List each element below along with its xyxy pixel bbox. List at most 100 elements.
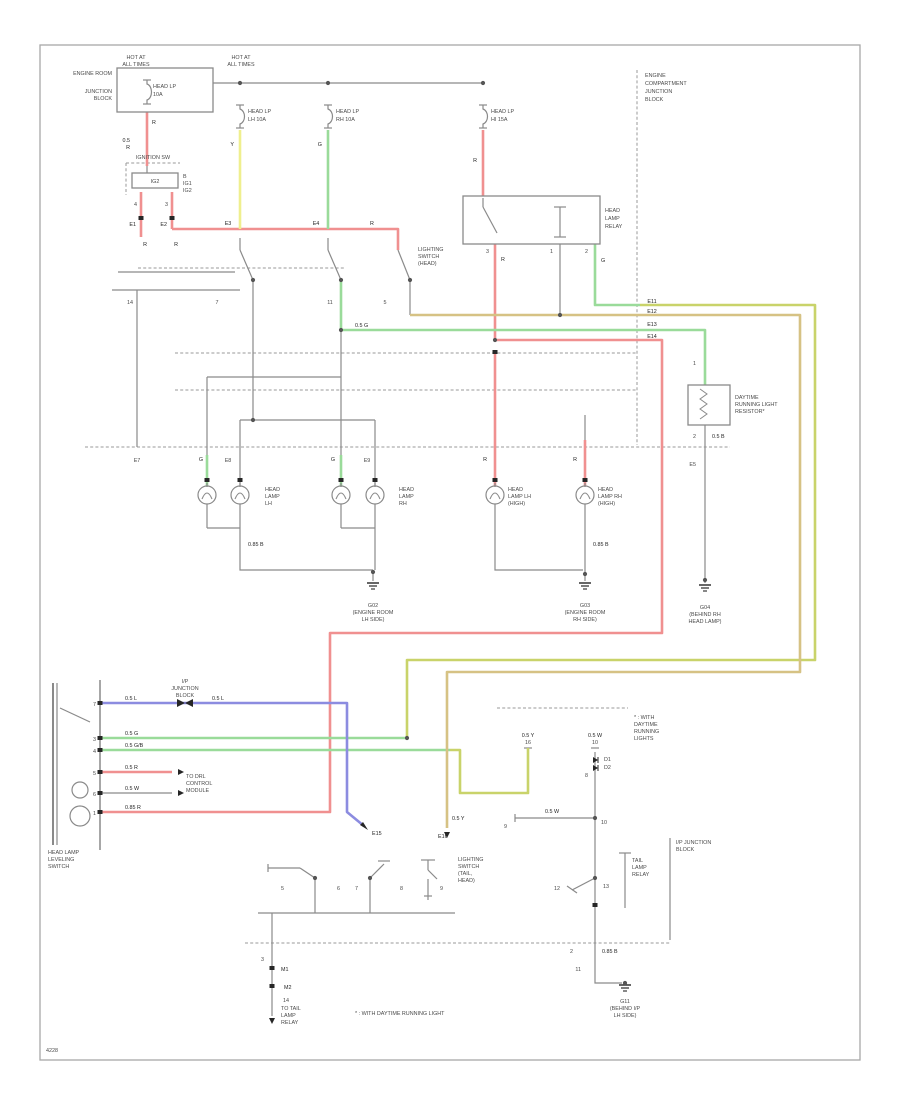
- conductor-line: [494, 504, 583, 571]
- connector-pin: [372, 478, 378, 482]
- conductor-line: [239, 249, 254, 281]
- diagram-label: LAMP LH: [508, 494, 531, 500]
- diagram-label: 14: [127, 300, 133, 306]
- diagram-label: E15: [372, 831, 382, 837]
- tan-long-run: [410, 313, 802, 828]
- junction-dot: [325, 80, 331, 86]
- diagram-label: 7: [216, 300, 219, 306]
- diagram-label: LH SIDE): [614, 1013, 637, 1019]
- connector-pin: [237, 478, 243, 482]
- diagram-label: 3: [165, 202, 168, 208]
- diagram-label: JUNCTION: [645, 89, 672, 95]
- fuse-icon: [146, 80, 153, 104]
- diagram-label: SWITCH: [48, 864, 69, 870]
- diagram-label: R: [501, 257, 505, 263]
- diagram-label: (HIGH): [598, 501, 615, 507]
- diagram-label: E12: [647, 309, 657, 315]
- diagram-label: LAMP: [632, 865, 647, 871]
- red-main-loop: [100, 338, 664, 814]
- junction-dot: [338, 277, 344, 283]
- connector-pin: [204, 478, 210, 482]
- diagram-label: G: [601, 258, 605, 264]
- diagram-label: (BEHIND I/P: [610, 1006, 641, 1012]
- diagram-label: CONTROL: [186, 781, 212, 787]
- connector-pin: [582, 478, 588, 482]
- diagram-label: RUNNING LIGHT: [735, 402, 778, 408]
- diagram-label: 8: [585, 773, 588, 779]
- diode-icon: [593, 765, 598, 771]
- diagram-label: 5: [384, 300, 387, 306]
- diagram-label: 7: [93, 702, 96, 708]
- junction-dot: [250, 277, 256, 283]
- diagram-label: E11: [647, 299, 656, 305]
- ygreen-bottom-loop: [450, 748, 530, 795]
- junction-dot: [312, 875, 318, 881]
- diagram-label: 11: [575, 967, 581, 973]
- diagram-label: 9: [440, 886, 443, 892]
- diagram-label: 2: [693, 434, 696, 440]
- junction-dot: [367, 875, 373, 881]
- diagram-label: M1: [281, 967, 289, 973]
- diagram-label: (HEAD): [418, 261, 437, 267]
- diagram-label: 0.5 W: [588, 733, 603, 739]
- diagram-label: * : WITH DAYTIME RUNNING LIGHT: [355, 1011, 445, 1017]
- diagram-label: E14: [647, 334, 657, 340]
- diagram-label: 0.5 B: [712, 434, 725, 440]
- diagram-label: DAYTIME: [735, 395, 759, 401]
- diagram-label: 6: [337, 886, 340, 892]
- junction-dot: [557, 312, 563, 318]
- diagram-label: 0.5 L: [125, 696, 137, 702]
- diagram-label: BLOCK: [645, 97, 664, 103]
- diagram-label: 0.5: [123, 138, 131, 144]
- diagram-label: R: [473, 158, 477, 164]
- conductor-line: [327, 249, 342, 281]
- diagram-label: 0.5 W: [545, 809, 560, 815]
- diagram-label: 0.5 G/B: [125, 743, 144, 749]
- diagram-label: E3: [225, 221, 232, 227]
- diagram-label: 4228: [46, 1048, 58, 1054]
- connector-pin: [97, 810, 103, 814]
- diagram-label: 0.5 Y: [522, 733, 535, 739]
- diagram-label: R: [174, 242, 178, 248]
- diagram-label: G04: [700, 605, 710, 611]
- diagram-label: E5: [689, 462, 696, 468]
- diagram-label: 8: [400, 886, 403, 892]
- diagram-label: BLOCK: [94, 96, 113, 102]
- junction-dot: [480, 80, 486, 86]
- diagram-label: B: [183, 174, 187, 180]
- diagram-label: LH 10A: [248, 117, 266, 123]
- diagram-label: 1: [550, 249, 553, 255]
- diagram-frame: [39, 44, 861, 1061]
- diagram-label: LAMP: [281, 1013, 296, 1019]
- diagram-label: 9: [504, 824, 507, 830]
- junction-dot: [592, 875, 598, 881]
- diagram-label: RELAY: [281, 1020, 299, 1026]
- green-relay-out: [593, 244, 640, 307]
- blue-module-run: [100, 701, 365, 828]
- connector-pin: [169, 216, 175, 220]
- diagram-label: JUNCTION: [171, 686, 198, 692]
- connector-pin: [138, 216, 144, 220]
- diagram-label: LAMP RH: [598, 494, 622, 500]
- diagram-label: 11: [327, 300, 333, 306]
- diagram-label: IGNITION SW: [136, 155, 171, 161]
- diagram-label: 10: [592, 740, 598, 746]
- diagram-label: 7: [355, 886, 358, 892]
- diagram-label: R: [126, 145, 130, 151]
- bulb-filament-icon: [489, 492, 501, 500]
- diagram-label: 16: [525, 740, 531, 746]
- headlamp-relay-box: [462, 195, 601, 245]
- diagram-label: LAMP: [399, 494, 414, 500]
- diagram-label: G: [318, 142, 322, 148]
- diagram-label: 5: [281, 886, 284, 892]
- diagram-label: I/P: [182, 679, 189, 685]
- headlamp-bulb-icon: [331, 485, 351, 505]
- diagram-label: HEAD: [399, 487, 414, 493]
- junction-dot: [492, 337, 498, 343]
- diagram-label: E4: [313, 221, 320, 227]
- diagram-label: 0.5 R: [125, 765, 138, 771]
- connector-pin: [97, 770, 103, 774]
- diagram-label: 5: [93, 771, 96, 777]
- diagram-label: 0.85 B: [248, 542, 264, 548]
- diagram-label: BLOCK: [176, 693, 195, 699]
